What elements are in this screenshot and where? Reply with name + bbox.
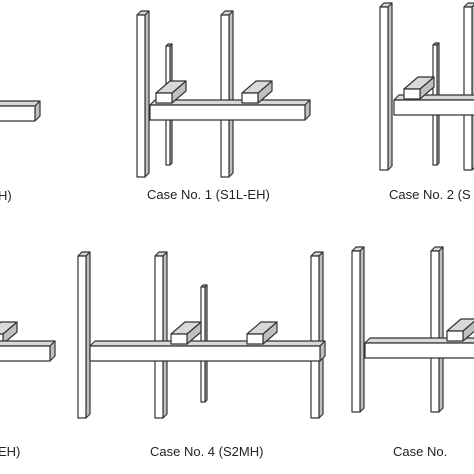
column-case-4-left-front <box>77 255 87 419</box>
beam-case-2-front <box>393 99 474 116</box>
case-label-6-partial: Case No. <box>393 444 447 459</box>
column-case-4-mid-front <box>154 255 164 419</box>
structures <box>0 2 474 419</box>
beam-case-4-top <box>89 340 326 347</box>
slab-case-2-front <box>403 88 421 100</box>
slab-case-4-left-front <box>170 333 188 345</box>
beam-partial-bottom-left-top <box>0 340 56 347</box>
slab-partial-bottom-left-top <box>0 321 18 335</box>
column-case-1-right-front <box>220 14 230 178</box>
case-label-2: Case No. 2 (S <box>389 187 471 202</box>
case-label-partial-left-top: H) <box>0 188 12 203</box>
column-case-6-left-front <box>351 250 361 413</box>
beam-case-4-front <box>89 345 321 362</box>
column-case-4-mid-side <box>162 251 168 419</box>
column-case-2-right-front <box>463 6 473 171</box>
column-case-6-right-front <box>430 250 440 413</box>
slab-case-6-front <box>446 330 464 342</box>
column-case-1-right-side <box>228 10 234 178</box>
beam-case-1-front <box>149 104 306 121</box>
column-case-2-left-front <box>379 6 389 171</box>
case-label-1: Case No. 1 (S1L-EH) <box>147 187 270 202</box>
slab-case-4-right-front <box>246 333 264 345</box>
beam-partial-bottom-left-front <box>0 345 51 362</box>
case-label-4: Case No. 4 (S2MH) <box>150 444 263 459</box>
slab-case-1-left-front <box>155 92 173 104</box>
column-case-4-right-front <box>310 255 320 419</box>
beam-partial-top-left-front <box>0 105 36 122</box>
column-case-1-left-front <box>136 14 146 178</box>
case-label-partial-left-bottom: EH) <box>0 444 20 459</box>
column-case-1-left-side <box>144 10 150 178</box>
beam-partial-top-left-top <box>0 100 41 107</box>
beam-case-6-front <box>364 342 474 359</box>
slab-case-1-right-front <box>241 92 259 104</box>
